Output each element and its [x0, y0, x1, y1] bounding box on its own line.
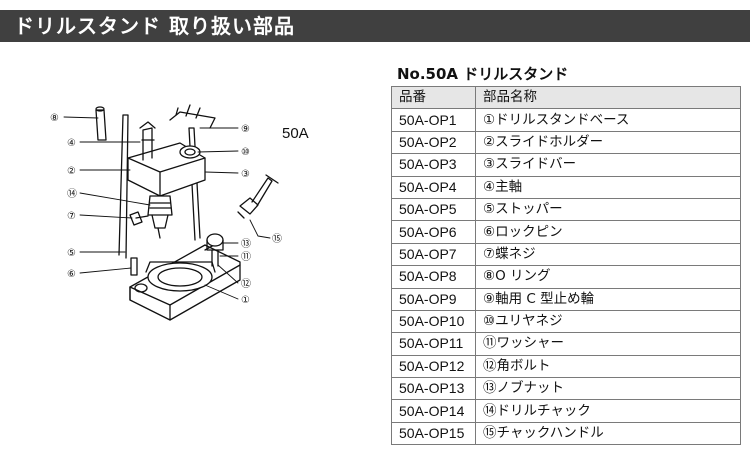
- callout-15: ⑮: [272, 233, 282, 245]
- part-name-cell: ⑨軸用 C 型止め輪: [475, 287, 741, 311]
- part-name-cell: ③スライドバー: [475, 153, 741, 177]
- part-number-cell: 50A-OP12: [391, 354, 476, 379]
- callout-4: ④: [67, 138, 76, 149]
- part-number-cell: 50A-OP8: [391, 265, 476, 289]
- callout-1: ①: [241, 295, 250, 306]
- chuck-handle-drawing: [237, 174, 279, 219]
- part-number-cell: 50A-OP10: [391, 309, 476, 334]
- stopper-drawing: [130, 257, 138, 276]
- slide-holder-drawing: [127, 104, 216, 197]
- part-number-cell: 50A-OP1: [391, 108, 476, 132]
- column-header-part-number: 品番: [391, 85, 476, 110]
- part-number-cell: 50A-OP13: [391, 377, 476, 401]
- header-bar: ドリルスタンド 取り扱い部品: [0, 10, 750, 42]
- part-number-cell: 50A-OP15: [391, 421, 476, 446]
- callout-14: ⑭: [67, 188, 77, 200]
- callout-10: ⑩: [241, 147, 250, 158]
- callout-8: ⑧: [50, 113, 59, 124]
- wing-screw-drawing: [129, 211, 149, 226]
- part-name-cell: ⑥ロックピン: [475, 220, 741, 244]
- table-title: No.50A ドリルスタンド: [397, 65, 569, 83]
- part-number-cell: 50A-OP11: [391, 332, 476, 356]
- callout-7: ⑦: [67, 211, 76, 222]
- knob-nut-drawing: [206, 233, 224, 267]
- part-name-cell: ⑫角ボルト: [475, 354, 741, 379]
- part-name-cell: ⑭ドリルチャック: [475, 399, 741, 423]
- callout-3: ③: [241, 169, 250, 180]
- part-number-cell: 50A-OP7: [391, 242, 476, 267]
- part-name-cell: ②スライドホルダー: [475, 130, 741, 155]
- callout-9: ⑨: [241, 124, 250, 135]
- part-name-cell: ⑧O リング: [475, 265, 741, 289]
- part-name-cell: ⑪ワッシャー: [475, 332, 741, 356]
- part-number-cell: 50A-OP4: [391, 175, 476, 199]
- page-title: ドリルスタンド 取り扱い部品: [14, 14, 295, 38]
- callout-5: ⑤: [67, 248, 76, 259]
- part-name-cell: ⑤ストッパー: [475, 197, 741, 222]
- part-name-cell: ⑩ユリヤネジ: [475, 309, 741, 334]
- part-number-cell: 50A-OP14: [391, 399, 476, 423]
- part-name-cell: ①ドリルスタンドベース: [475, 108, 741, 132]
- part-name-cell: ④主軸: [475, 175, 741, 199]
- part-number-cell: 50A-OP5: [391, 197, 476, 222]
- callout-12: ⑫: [241, 278, 251, 290]
- callout-13: ⑬: [241, 238, 251, 250]
- part-number-cell: 50A-OP3: [391, 153, 476, 177]
- callout-6: ⑥: [67, 269, 76, 280]
- table-header-row: 品番 部品名称: [391, 85, 741, 110]
- part-number-cell: 50A-OP9: [391, 287, 476, 311]
- callout-11: ⑪: [241, 251, 251, 263]
- column-header-part-name: 部品名称: [475, 85, 741, 110]
- part-name-cell: ⑦蝶ネジ: [475, 242, 741, 267]
- part-name-cell: ⑬ノブナット: [475, 377, 741, 401]
- part-number-cell: 50A-OP2: [391, 130, 476, 155]
- drill-chuck-drawing: [147, 195, 173, 239]
- model-label: 50A: [282, 125, 309, 142]
- drill-stand-diagram: ⑧ ⑨ ④ ⑩ ② ③ ⑭ ⑦ ⑮ ⑬ ⑤ ⑪ ⑥ ⑫ ①: [0, 60, 385, 465]
- part-name-cell: ⑮チャックハンドル: [475, 421, 741, 446]
- callout-2: ②: [67, 166, 76, 177]
- leader-lines: [63, 116, 271, 300]
- drill-stand-illustration: ⑧ ⑨ ④ ⑩ ② ③ ⑭ ⑦ ⑮ ⑬ ⑤ ⑪ ⑥ ⑫ ①: [50, 104, 282, 321]
- part-number-cell: 50A-OP6: [391, 220, 476, 244]
